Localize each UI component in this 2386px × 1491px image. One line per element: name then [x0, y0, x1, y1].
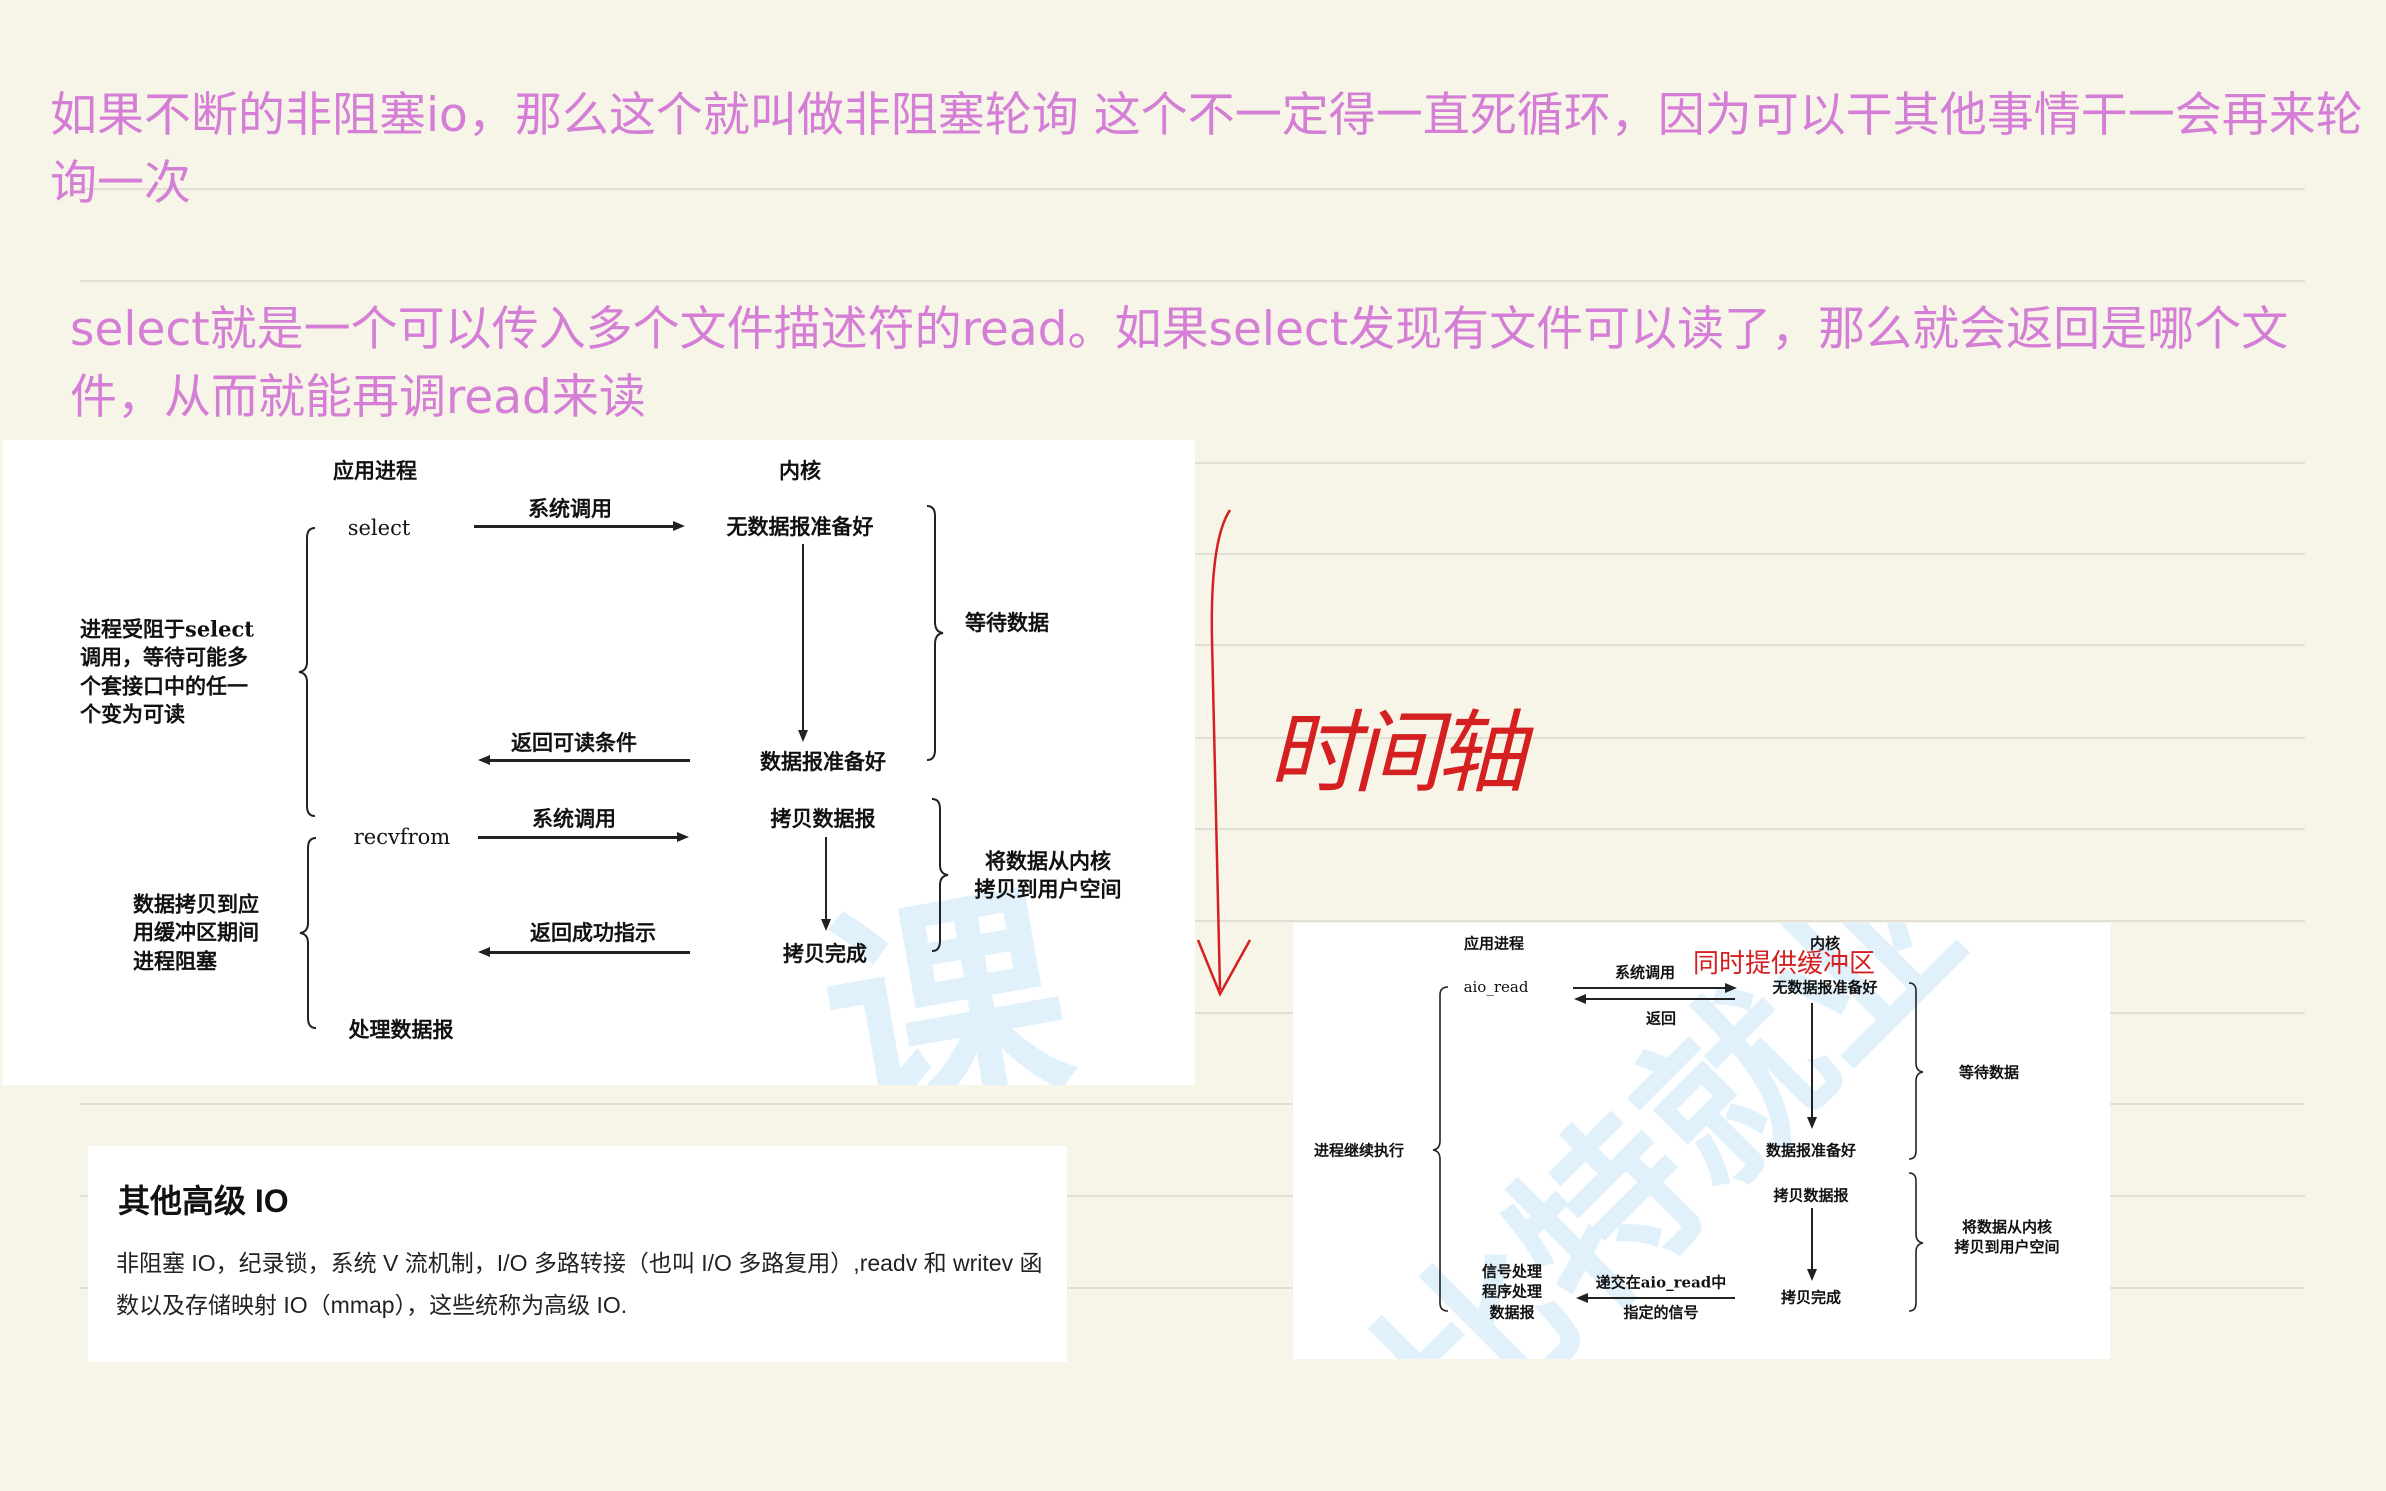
brace-copy-data	[1908, 1172, 1924, 1312]
arrow-syscall	[1573, 987, 1725, 989]
wait-data-label: 等待数据	[1958, 1063, 2020, 1082]
wait-data-label: 等待数据	[965, 610, 1049, 635]
note-nonblocking-polling: 如果不断的非阻塞io，那么这个就叫做非阻塞轮询 这个不一定得一直死循环，因为可以…	[50, 88, 2363, 211]
arrow-return-readable	[490, 759, 690, 762]
rule-line	[80, 1195, 2305, 1197]
copy-blocked-note: 数据拷贝到应 用缓冲区期间 进程阻塞	[133, 891, 259, 974]
arrow-syscall-recvfrom	[478, 836, 678, 839]
no-datagram-ready: 无数据报准备好	[726, 514, 874, 539]
copy-datagram: 拷贝数据报	[1773, 1186, 1849, 1205]
return-readable-label: 返回可读条件	[511, 730, 637, 755]
column-app-process: 应用进程	[1463, 934, 1525, 953]
no-datagram-ready: 无数据报准备好	[1772, 978, 1878, 997]
brace-copy-blocked	[299, 837, 317, 1029]
blocked-select-note: 进程受阻于select 调用，等待可能多 个套接口中的任一 个变为可读	[80, 616, 255, 727]
recvfrom-call: recvfrom	[353, 825, 451, 849]
note-select: select就是一个可以传入多个文件描述符的read。如果select发现有文件…	[70, 302, 2289, 425]
process-continues-label: 进程继续执行	[1313, 1141, 1405, 1160]
datagram-ready: 数据报准备好	[1765, 1141, 1857, 1160]
brace-wait-data	[1908, 982, 1924, 1160]
arrow-copy	[1811, 1208, 1813, 1270]
arrow-copy	[825, 837, 827, 919]
select-call: select	[347, 516, 411, 540]
return-success-label: 返回成功指示	[530, 920, 656, 945]
copy-complete: 拷贝完成	[783, 941, 867, 966]
arrow-wait	[802, 544, 804, 730]
advanced-io-card: 其他高级 IO 非阻塞 IO，纪录锁，系统 V 流机制，I/O 多路转接（也叫 …	[88, 1146, 1067, 1362]
arrowhead-down-icon	[1807, 1269, 1817, 1281]
return-label: 返回	[1645, 1009, 1677, 1028]
copy-complete: 拷贝完成	[1780, 1288, 1842, 1307]
deliver-signal-label: 递交在aio_read中	[1595, 1273, 1727, 1292]
column-kernel: 内核	[779, 458, 821, 483]
arrowhead-left-icon	[478, 947, 490, 957]
arrowhead-left-icon	[1574, 994, 1586, 1004]
syscall-label: 系统调用	[1614, 963, 1676, 982]
brace-wait-data	[926, 505, 944, 761]
arrowhead-right-icon	[673, 521, 685, 531]
rule-line	[80, 188, 2305, 190]
aio-read-call: aio_read	[1463, 978, 1529, 996]
advanced-io-body: 非阻塞 IO，纪录锁，系统 V 流机制，I/O 多路转接（也叫 I/O 多路复用…	[116, 1250, 1043, 1318]
handwritten-buffer-note: 同时提供缓冲区	[1693, 949, 1876, 979]
column-app-process: 应用进程	[333, 458, 417, 483]
aio-diagram: 比特就业 应用进程 内核 系统调用 同时提供缓冲区 aio_read 无数据报准…	[1293, 923, 2110, 1359]
arrowhead-down-icon	[798, 730, 808, 742]
copy-to-user-label: 将数据从内核 拷贝到用户空间	[1954, 1217, 2060, 1256]
arrow-deliver-signal	[1588, 1297, 1735, 1299]
rule-line	[80, 280, 2305, 282]
advanced-io-title: 其他高级 IO	[118, 1183, 289, 1219]
arrow-return	[1585, 998, 1735, 1000]
datagram-ready: 数据报准备好	[760, 749, 886, 774]
rule-line	[80, 1287, 2305, 1289]
brace-continue	[1432, 986, 1449, 1312]
arrow-wait	[1811, 1003, 1813, 1118]
arrowhead-right-icon	[1725, 983, 1737, 993]
select-io-diagram: 课 应用进程 内核 系统调用 select 无数据报准备好 等待数据 进程受阻于…	[3, 440, 1195, 1085]
brace-blocked-select	[298, 527, 316, 817]
arrowhead-left-icon	[1576, 1293, 1588, 1303]
arrow-syscall-select	[474, 525, 674, 528]
copy-to-user-label: 将数据从内核 拷贝到用户空间	[974, 848, 1122, 902]
syscall-label: 系统调用	[528, 496, 612, 521]
copy-datagram: 拷贝数据报	[770, 806, 876, 831]
specified-signal-label: 指定的信号	[1623, 1303, 1699, 1322]
brace-copy-data	[931, 798, 949, 952]
syscall-label-2: 系统调用	[532, 806, 616, 831]
signal-handler-label: 信号处理 程序处理 数据报	[1481, 1262, 1543, 1322]
timeline-annotation: 时间轴	[1268, 701, 1526, 806]
arrowhead-down-icon	[821, 919, 831, 931]
arrowhead-right-icon	[677, 832, 689, 842]
timeline-arrow	[1196, 509, 1252, 997]
arrowhead-left-icon	[478, 755, 490, 765]
rule-line	[80, 1103, 2305, 1105]
column-kernel: 内核	[1809, 934, 1841, 953]
arrow-return-success	[490, 951, 690, 954]
arrowhead-down-icon	[1807, 1117, 1817, 1129]
process-datagram: 处理数据报	[348, 1017, 454, 1042]
